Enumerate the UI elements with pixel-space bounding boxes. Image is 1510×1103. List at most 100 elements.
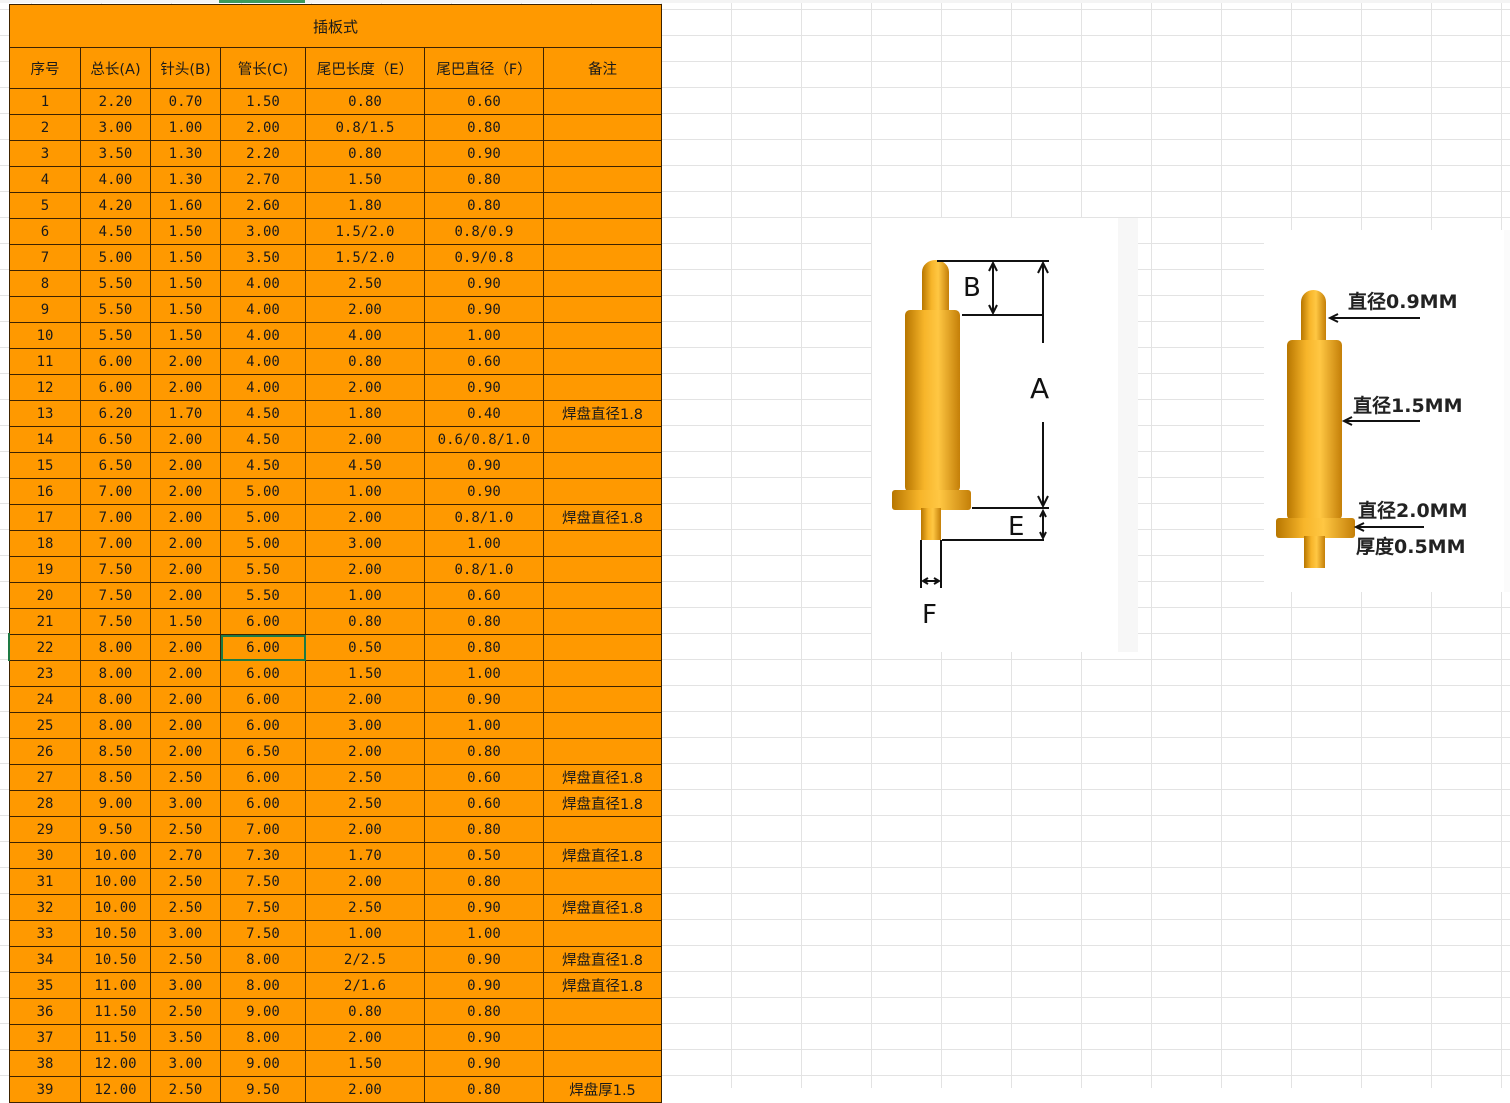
table-cell[interactable]: 36 bbox=[9, 998, 81, 1025]
table-cell[interactable]: 2.00 bbox=[305, 868, 425, 895]
note-cell[interactable] bbox=[543, 738, 662, 765]
table-cell[interactable]: 2.00 bbox=[150, 712, 221, 739]
table-cell[interactable]: 0.90 bbox=[424, 946, 544, 973]
table-cell[interactable]: 4.00 bbox=[220, 348, 306, 375]
table-cell[interactable]: 11.50 bbox=[80, 998, 151, 1025]
table-cell[interactable]: 1.00 bbox=[305, 582, 425, 609]
table-cell[interactable]: 0.90 bbox=[424, 270, 544, 297]
table-cell[interactable]: 0.6/0.8/1.0 bbox=[424, 426, 544, 453]
table-cell[interactable]: 5.00 bbox=[80, 244, 151, 271]
table-cell[interactable]: 0.80 bbox=[424, 1076, 544, 1103]
note-cell[interactable] bbox=[543, 140, 662, 167]
table-cell[interactable]: 1.50 bbox=[305, 660, 425, 687]
table-cell[interactable]: 5.00 bbox=[220, 504, 306, 531]
note-cell[interactable] bbox=[543, 192, 662, 219]
table-cell[interactable]: 7.00 bbox=[80, 478, 151, 505]
table-cell[interactable]: 12.00 bbox=[80, 1076, 151, 1103]
table-cell[interactable]: 5.50 bbox=[220, 582, 306, 609]
table-cell[interactable]: 10.00 bbox=[80, 868, 151, 895]
note-cell[interactable]: 焊盘直径1.8 bbox=[543, 946, 662, 973]
table-cell[interactable]: 8.00 bbox=[220, 946, 306, 973]
note-cell[interactable]: 焊盘厚1.5 bbox=[543, 1076, 662, 1103]
table-cell[interactable]: 4.50 bbox=[80, 218, 151, 245]
table-cell[interactable]: 0.60 bbox=[424, 790, 544, 817]
table-cell[interactable]: 3.00 bbox=[150, 972, 221, 999]
table-cell[interactable]: 27 bbox=[9, 764, 81, 791]
table-cell[interactable]: 8.00 bbox=[220, 1024, 306, 1051]
table-cell[interactable]: 2.50 bbox=[150, 1076, 221, 1103]
column-header[interactable]: 管长(C) bbox=[220, 47, 306, 89]
note-cell[interactable] bbox=[543, 452, 662, 479]
table-cell[interactable]: 7.50 bbox=[80, 556, 151, 583]
table-cell[interactable]: 0.80 bbox=[424, 608, 544, 635]
table-cell[interactable]: 0.8/0.9 bbox=[424, 218, 544, 245]
table-cell[interactable]: 2.00 bbox=[150, 374, 221, 401]
note-cell[interactable] bbox=[543, 244, 662, 271]
table-cell[interactable]: 8.00 bbox=[220, 972, 306, 999]
table-cell[interactable]: 2.50 bbox=[150, 764, 221, 791]
table-cell[interactable]: 0.80 bbox=[424, 192, 544, 219]
table-cell[interactable]: 25 bbox=[9, 712, 81, 739]
table-cell[interactable]: 4.50 bbox=[220, 426, 306, 453]
note-cell[interactable] bbox=[543, 88, 662, 115]
table-cell[interactable]: 1.30 bbox=[150, 166, 221, 193]
table-cell[interactable]: 0.90 bbox=[424, 1050, 544, 1077]
table-cell[interactable]: 1.80 bbox=[305, 192, 425, 219]
table-cell[interactable]: 2.50 bbox=[305, 270, 425, 297]
table-cell[interactable]: 9.00 bbox=[220, 1050, 306, 1077]
table-cell[interactable]: 2.00 bbox=[305, 738, 425, 765]
table-cell[interactable]: 0.80 bbox=[305, 998, 425, 1025]
table-cell[interactable]: 4.50 bbox=[305, 452, 425, 479]
table-cell[interactable]: 1.00 bbox=[305, 920, 425, 947]
table-cell[interactable]: 0.80 bbox=[424, 738, 544, 765]
table-cell[interactable]: 6.00 bbox=[220, 764, 306, 791]
table-cell[interactable]: 2.00 bbox=[305, 1076, 425, 1103]
table-cell[interactable]: 1.00 bbox=[424, 530, 544, 557]
table-cell[interactable]: 9.00 bbox=[220, 998, 306, 1025]
table-cell[interactable]: 2.70 bbox=[220, 166, 306, 193]
note-cell[interactable] bbox=[543, 998, 662, 1025]
table-cell[interactable]: 1.50 bbox=[305, 1050, 425, 1077]
table-cell[interactable]: 1.00 bbox=[305, 478, 425, 505]
table-cell[interactable]: 2.50 bbox=[150, 946, 221, 973]
table-cell[interactable]: 9.50 bbox=[220, 1076, 306, 1103]
table-cell[interactable]: 2.00 bbox=[150, 504, 221, 531]
table-cell[interactable]: 8.00 bbox=[80, 686, 151, 713]
table-cell[interactable]: 33 bbox=[9, 920, 81, 947]
table-cell[interactable]: 0.90 bbox=[424, 1024, 544, 1051]
note-cell[interactable] bbox=[543, 582, 662, 609]
table-cell[interactable]: 7.00 bbox=[80, 530, 151, 557]
table-cell[interactable]: 2 bbox=[9, 114, 81, 141]
table-cell[interactable]: 1.30 bbox=[150, 140, 221, 167]
table-cell[interactable]: 0.70 bbox=[150, 88, 221, 115]
table-cell[interactable]: 1.80 bbox=[305, 400, 425, 427]
table-cell[interactable]: 2.50 bbox=[150, 998, 221, 1025]
table-cell[interactable]: 18 bbox=[9, 530, 81, 557]
table-cell[interactable]: 3.00 bbox=[220, 218, 306, 245]
table-cell[interactable]: 2.20 bbox=[220, 140, 306, 167]
table-cell[interactable]: 0.60 bbox=[424, 582, 544, 609]
table-cell[interactable]: 7.50 bbox=[80, 582, 151, 609]
note-cell[interactable] bbox=[543, 660, 662, 687]
table-cell[interactable]: 26 bbox=[9, 738, 81, 765]
table-cell[interactable]: 38 bbox=[9, 1050, 81, 1077]
table-cell[interactable]: 1.60 bbox=[150, 192, 221, 219]
table-cell[interactable]: 9 bbox=[9, 296, 81, 323]
note-cell[interactable] bbox=[543, 816, 662, 843]
table-cell[interactable]: 2.00 bbox=[150, 348, 221, 375]
table-cell[interactable]: 6.20 bbox=[80, 400, 151, 427]
note-cell[interactable]: 焊盘直径1.8 bbox=[543, 764, 662, 791]
table-cell[interactable]: 1.50 bbox=[150, 244, 221, 271]
table-cell[interactable]: 4.00 bbox=[80, 166, 151, 193]
table-cell[interactable]: 28 bbox=[9, 790, 81, 817]
table-cell[interactable]: 13 bbox=[9, 400, 81, 427]
table-cell[interactable]: 3.00 bbox=[305, 712, 425, 739]
note-cell[interactable] bbox=[543, 296, 662, 323]
note-cell[interactable] bbox=[543, 530, 662, 557]
table-cell[interactable]: 10.50 bbox=[80, 946, 151, 973]
table-cell[interactable]: 2.50 bbox=[305, 790, 425, 817]
table-cell[interactable]: 0.8/1.0 bbox=[424, 556, 544, 583]
table-cell[interactable]: 2.50 bbox=[305, 764, 425, 791]
table-cell[interactable]: 7.50 bbox=[220, 868, 306, 895]
note-cell[interactable] bbox=[543, 686, 662, 713]
